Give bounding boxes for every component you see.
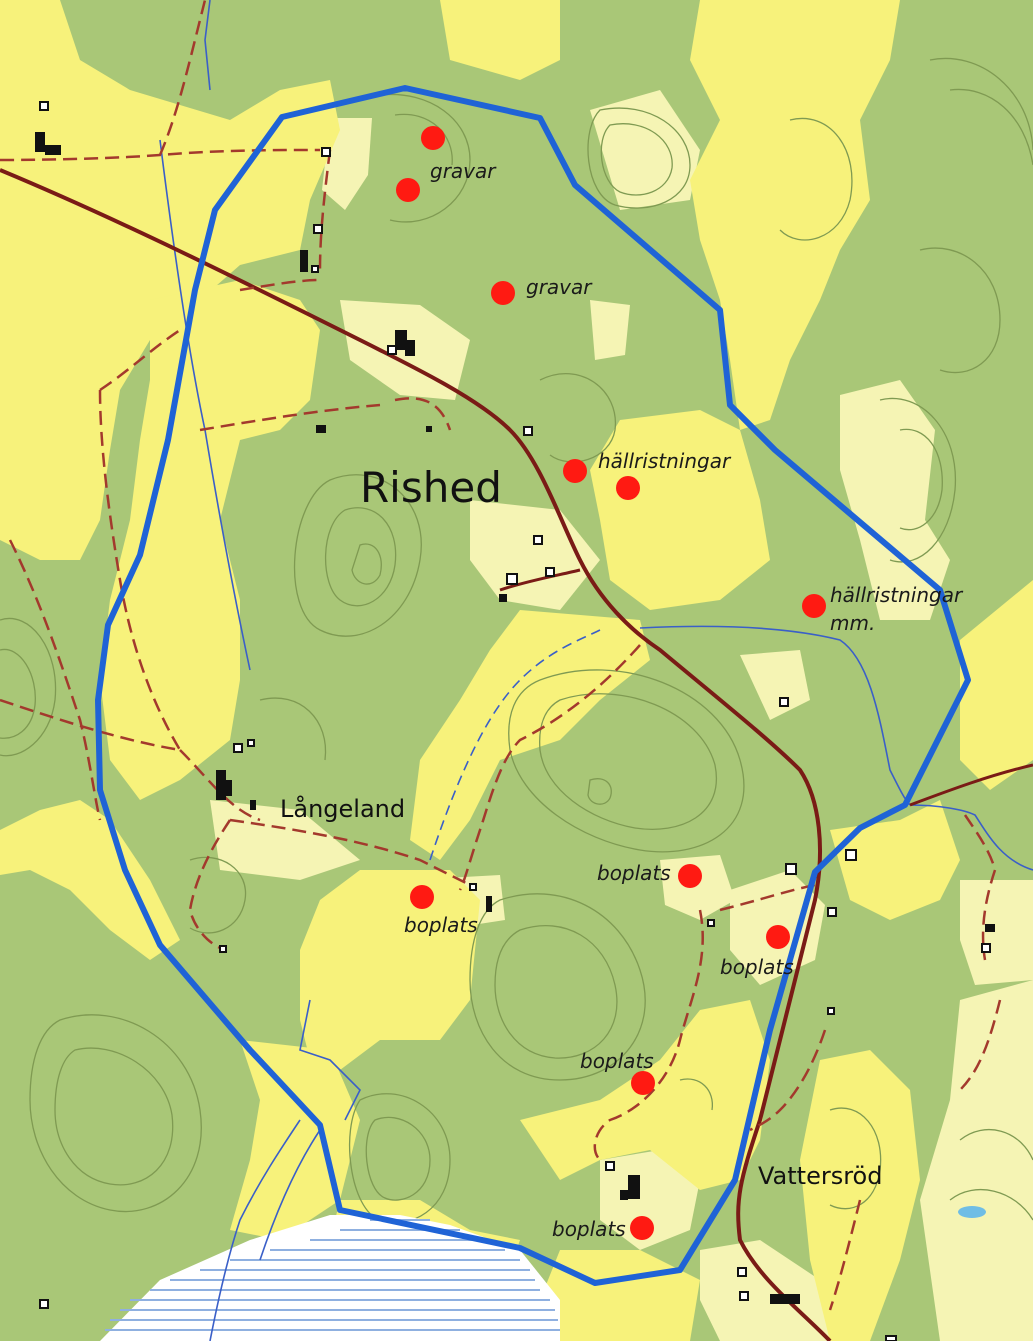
site-label: hällristningar (598, 449, 732, 473)
place-label-vattersrod: Vattersröd (758, 1162, 882, 1190)
site-label: boplats (720, 955, 794, 979)
site-markers (396, 126, 826, 1240)
site-marker-gravar-1[interactable] (421, 126, 445, 150)
site-marker-boplats-4[interactable] (631, 1071, 655, 1095)
place-label-rished: Rished (360, 463, 502, 512)
site-marker-boplats-1[interactable] (678, 864, 702, 888)
site-marker-boplats-5[interactable] (630, 1216, 654, 1240)
site-marker-hallristningar-2[interactable] (616, 476, 640, 500)
site-label: hällristningar (830, 583, 964, 607)
site-label: gravar (430, 159, 497, 183)
site-label: boplats (404, 913, 478, 937)
site-marker-boplats-3[interactable] (766, 925, 790, 949)
side-road (909, 763, 1033, 807)
site-label: gravar (526, 275, 593, 299)
side-road-2 (499, 568, 581, 592)
site-marker-boplats-2[interactable] (410, 885, 434, 909)
small-pond (958, 1206, 986, 1218)
site-label: boplats (597, 861, 671, 885)
study-area-boundary (95, 85, 971, 1286)
dashed-stream (429, 629, 601, 861)
site-label: boplats (580, 1049, 654, 1073)
site-marker-hallristningar-3[interactable] (802, 594, 826, 618)
buildings (35, 101, 995, 1341)
site-label: mm. (830, 611, 875, 635)
paths (0, 0, 1002, 1311)
main-road (0, 168, 832, 1341)
place-label-langeland: Långeland (280, 794, 405, 823)
site-marker-gravar-3[interactable] (491, 281, 515, 305)
site-marker-gravar-2[interactable] (396, 178, 420, 202)
site-label: boplats (552, 1217, 626, 1241)
site-marker-hallristningar-1[interactable] (563, 459, 587, 483)
